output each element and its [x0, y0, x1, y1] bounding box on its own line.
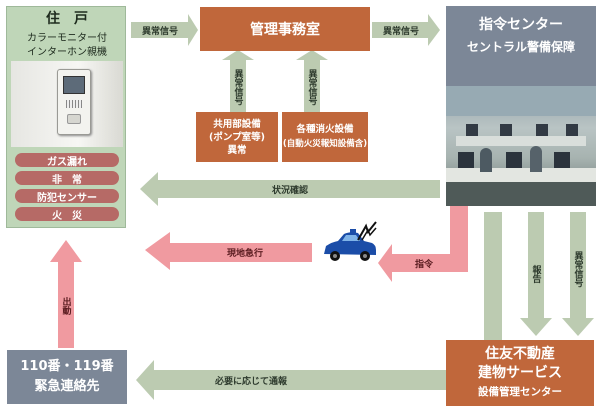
photo-monitor-1 — [466, 124, 478, 136]
label-status-check: 状況確認 — [271, 185, 308, 196]
label-command: 指令 — [414, 259, 433, 270]
arrow-fire-to-office — [296, 50, 328, 112]
common-equipment-line-2: (ポンプ室等) — [209, 131, 265, 143]
photo-person-1 — [480, 148, 492, 172]
command-center-title-2: セントラル警備保障 — [466, 39, 575, 54]
arrow-dispatch — [145, 232, 312, 270]
label-notify: 必要に応じて通報 — [214, 376, 287, 387]
fire-equipment-line-2: (自動火災報知設備含) — [282, 139, 368, 149]
sumitomo-line-1: 住友不動産 — [485, 345, 555, 362]
photo-monitor-6 — [506, 152, 522, 168]
sumitomo-box: 住友不動産 建物サービス 設備管理センター — [446, 340, 594, 406]
emergency-contact-box: 110番・119番 緊急連絡先 — [7, 350, 127, 404]
fire-equipment-line-1: 各種消火設備 — [296, 124, 354, 135]
residence-subtitle-2: インターホン親機 — [27, 46, 107, 58]
fire-equipment-box: 各種消火設備 (自動火災報知設備含) — [282, 112, 368, 162]
sumitomo-line-2: 建物サービス — [478, 364, 562, 381]
common-equipment-line-3: 異常 — [227, 144, 247, 156]
car-icon — [324, 229, 376, 261]
residence-panel: 住 戸 カラーモニター付 インターホン親機 ガス漏れ 非 常 防犯センサー 火 … — [6, 6, 126, 228]
photo-wall — [446, 86, 596, 116]
common-equipment-line-1: 共用部設備 — [213, 118, 261, 130]
alarm-security-sensor: 防犯センサー — [15, 189, 119, 204]
photo-monitor-2 — [500, 124, 512, 136]
intercom-icon — [57, 69, 91, 135]
photo-floor — [446, 182, 596, 206]
photo-monitor-3 — [536, 124, 548, 136]
label-abnormal-signal-4: 異常信号 — [306, 69, 317, 105]
photo-desk-row-1 — [456, 136, 586, 146]
label-abnormal-signal-5: 異常信号 — [572, 251, 583, 287]
photo-monitor-7 — [554, 152, 570, 168]
label-abnormal-signal-2: 異常信号 — [382, 26, 419, 37]
command-center-photo — [446, 86, 596, 206]
arrow-report — [520, 212, 552, 336]
residence-subtitle-1: カラーモニター付 — [27, 32, 107, 44]
residence-title: 住 戸 — [46, 11, 88, 27]
label-report: 報告 — [530, 265, 541, 283]
intercom-button — [67, 114, 81, 124]
label-call-out: 出動 — [60, 297, 71, 315]
radio-wave-icon — [357, 221, 377, 241]
arrow-common-to-office — [222, 50, 254, 112]
command-center-box: 指令センター セントラル警備保障 — [446, 6, 596, 206]
common-equipment-box: 共用部設備 (ポンプ室等) 異常 — [196, 112, 278, 162]
label-abnormal-signal-1: 異常信号 — [141, 26, 178, 37]
emergency-line-1: 110番・119番 — [20, 359, 114, 374]
intercom-screen — [63, 76, 85, 94]
intercom-speaker — [66, 100, 82, 108]
photo-monitor-4 — [566, 124, 578, 136]
photo-monitor-5 — [458, 152, 474, 168]
photo-person-2 — [530, 146, 542, 172]
arrow-abnormal-to-sumitomo — [562, 212, 594, 336]
intercom-photo — [11, 61, 123, 147]
arrow-command — [378, 206, 468, 282]
management-office-box: 管理事務室 — [200, 7, 370, 51]
sumitomo-line-3: 設備管理センター — [478, 385, 562, 398]
arrow-residence-to-office — [131, 14, 198, 46]
arrow-call-out — [50, 240, 82, 348]
emergency-line-2: 緊急連絡先 — [34, 379, 100, 394]
command-center-title-1: 指令センター — [479, 17, 563, 33]
alarm-gas: ガス漏れ — [15, 153, 119, 168]
arrow-status-check — [140, 172, 440, 206]
alarm-emergency: 非 常 — [15, 171, 119, 186]
photo-desk-row-2 — [446, 168, 596, 182]
alarm-fire: 火 災 — [15, 207, 119, 222]
arrow-office-to-center — [372, 14, 440, 46]
label-abnormal-signal-3: 異常信号 — [232, 69, 243, 105]
label-dispatch: 現地急行 — [226, 248, 263, 259]
